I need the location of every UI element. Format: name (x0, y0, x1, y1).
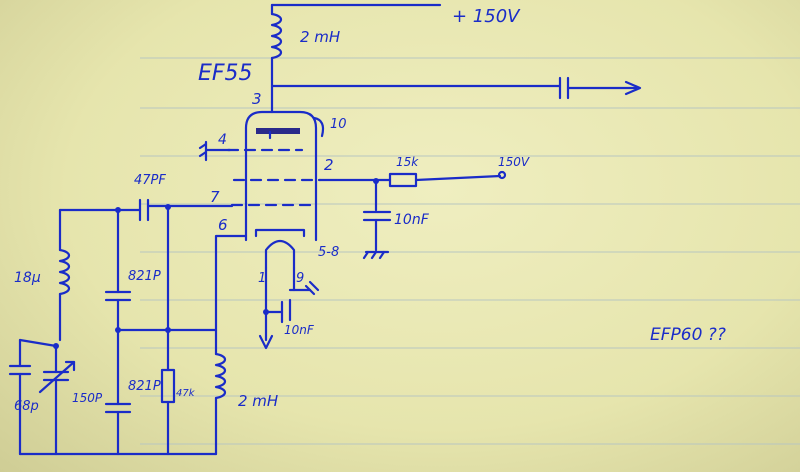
heater-network (258, 266, 320, 350)
cap-68p-label: 68p (14, 399, 39, 414)
paper-rules (140, 57, 800, 445)
pin9-label: 9 (296, 271, 304, 286)
top-choke-label: 2 mH (300, 28, 340, 46)
pin4-label: 4 (218, 132, 227, 148)
pin7-label: 7 (210, 188, 220, 206)
ef55-tube (226, 110, 322, 270)
supply-network (270, 3, 642, 114)
heater-cap-label: 10nF (284, 323, 315, 337)
cathode-choke (214, 234, 248, 456)
screen-resistor-label: 15k (396, 155, 419, 169)
pin3-label: 3 (252, 90, 262, 108)
feedback-caps (104, 208, 218, 456)
cap-821-bottom-label: 821P (128, 379, 161, 394)
pin2-label: 2 (324, 156, 334, 174)
grid-network (58, 198, 234, 222)
pin58-label: 5-8 (318, 245, 339, 260)
ground-pin4 (198, 140, 232, 162)
bottom-choke-label: 2 mH (238, 392, 278, 410)
grid-cap-label: 47PF (134, 173, 166, 188)
pin6-label: 6 (218, 216, 228, 234)
res-47k-label: 47k (176, 388, 196, 399)
screen-supply-label: 150V (498, 155, 530, 169)
tank-inductor-label: 18μ (14, 270, 41, 286)
supply-label: + 150V (452, 6, 521, 27)
pin1-label: 1 (258, 271, 266, 286)
tank-circuit (8, 208, 218, 456)
tube-note-label: EFP60 ?? (650, 325, 726, 345)
screen-network (318, 170, 507, 260)
variable-cap-label: 150P (72, 391, 103, 405)
grid-resistor (160, 205, 176, 456)
cap-821-top-label: 821P (128, 269, 161, 284)
labels: + 150V 2 mH EF55 3 10 4 2 7 6 5-8 1 9 47… (14, 6, 726, 414)
screen-cap-label: 10nF (394, 212, 430, 228)
pin10-label: 10 (330, 117, 347, 132)
tube-type-label: EF55 (198, 61, 253, 86)
